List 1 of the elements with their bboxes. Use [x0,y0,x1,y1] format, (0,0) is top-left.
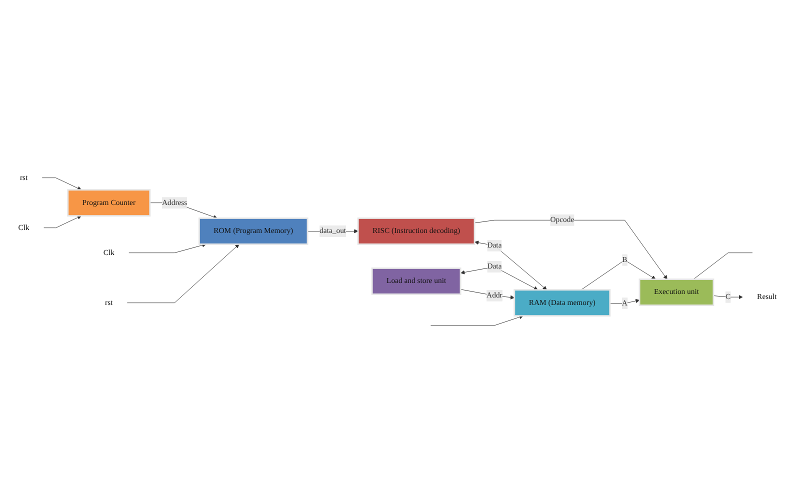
connector [693,252,753,280]
